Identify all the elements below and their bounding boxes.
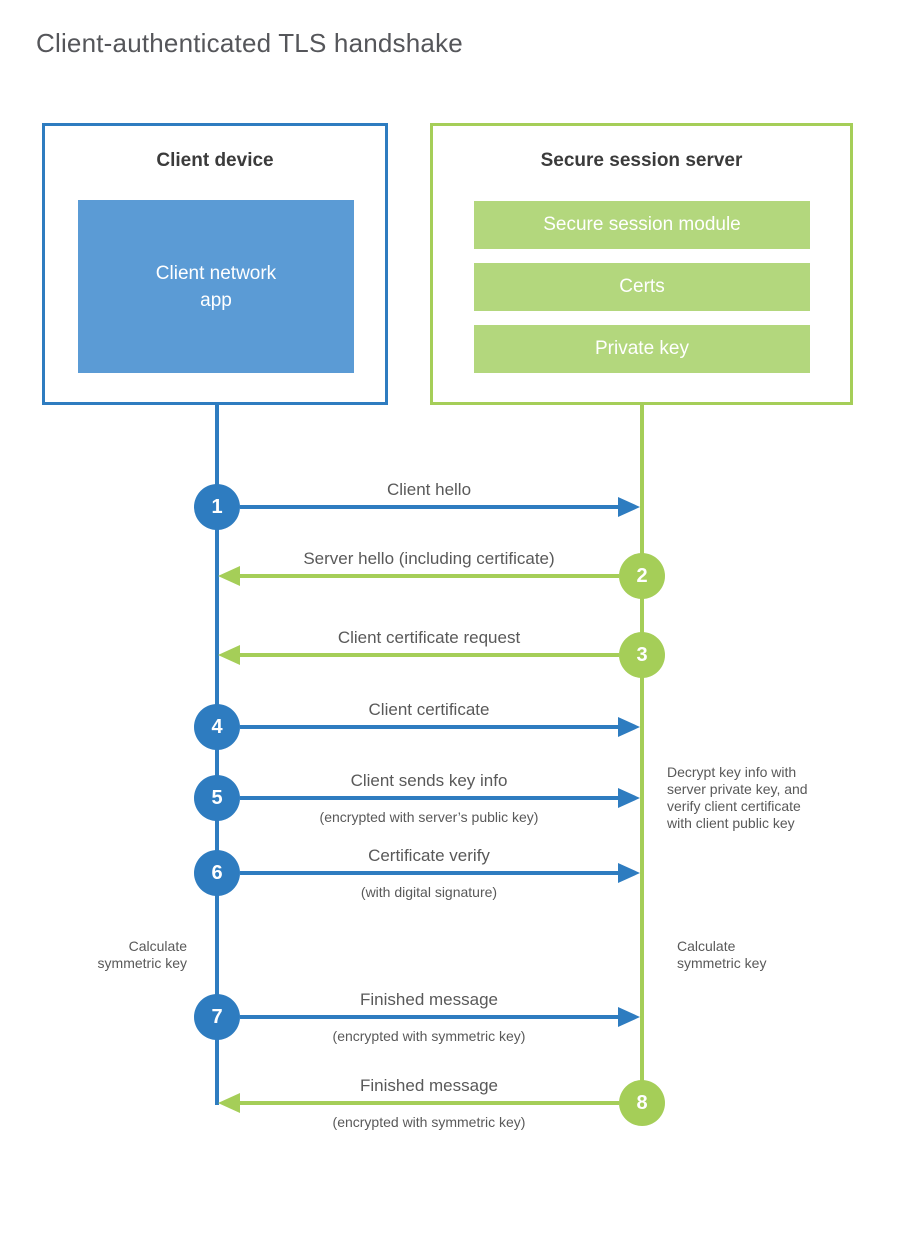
step-7-arrow-line: [240, 1015, 618, 1019]
client-device-box: Client device Client network app: [42, 123, 388, 405]
step-4-arrow-line: [240, 725, 618, 729]
step-5-sublabel: (encrypted with server’s public key): [319, 809, 539, 825]
server-title: Secure session server: [540, 150, 743, 171]
step-7-label: Finished message: [360, 990, 498, 1009]
step-2-arrowhead-icon: [218, 566, 240, 586]
step-3-arrowhead-icon: [218, 645, 240, 665]
step-8-arrow-line: [240, 1101, 619, 1105]
step-5-label: Client sends key info: [350, 771, 508, 790]
step-3-number: 3: [636, 643, 648, 666]
step-5-number: 5: [211, 786, 223, 809]
client-lifeline: [215, 405, 219, 1105]
step-5-arrow-line: [240, 796, 618, 800]
step-6-label: Certificate verify: [368, 846, 490, 865]
step-8-arrowhead-icon: [218, 1093, 240, 1113]
step-3-arrow-line: [240, 653, 619, 657]
step-1-arrow-line: [240, 505, 618, 509]
server-module-secure-session: Secure session module: [474, 201, 810, 249]
step-7-arrowhead-icon: [618, 1007, 640, 1027]
server-decrypt-note: Decrypt key info with server private key…: [667, 764, 808, 831]
step-2-label: Server hello (including certificate): [303, 549, 555, 568]
step-6-arrowhead-icon: [618, 863, 640, 883]
step-2-arrow-line: [240, 574, 619, 578]
step-7-sublabel: (encrypted with symmetric key): [332, 1028, 526, 1044]
step-6-badge: 6: [194, 850, 240, 896]
server-lifeline: [640, 405, 644, 1103]
step-7-number: 7: [211, 1005, 223, 1028]
step-4-number: 4: [211, 715, 223, 738]
step-3-badge: 3: [619, 632, 665, 678]
server-calc-note: Calculate symmetric key: [677, 938, 767, 971]
step-6-sublabel: (with digital signature): [360, 884, 498, 900]
step-1-badge: 1: [194, 484, 240, 530]
step-1-label: Client hello: [386, 480, 472, 499]
client-calc-note: Calculate symmetric key: [97, 938, 187, 971]
step-5-arrowhead-icon: [618, 788, 640, 808]
step-2-number: 2: [636, 564, 648, 587]
page-title: Client-authenticated TLS handshake: [36, 28, 463, 58]
step-4-arrowhead-icon: [618, 717, 640, 737]
step-6-number: 6: [211, 861, 223, 884]
step-6-arrow-line: [240, 871, 618, 875]
step-1-arrowhead-icon: [618, 497, 640, 517]
client-network-app-box: Client network app: [78, 200, 354, 373]
server-module-certs: Certs: [474, 263, 810, 311]
step-8-sublabel: (encrypted with symmetric key): [332, 1114, 526, 1130]
step-8-number: 8: [636, 1091, 648, 1114]
step-8-badge: 8: [619, 1080, 665, 1126]
step-3-label: Client certificate request: [337, 628, 521, 647]
step-8-label: Finished message: [360, 1076, 498, 1095]
step-7-badge: 7: [194, 994, 240, 1040]
step-1-number: 1: [211, 495, 223, 518]
server-box: Secure session server Secure session mod…: [430, 123, 853, 405]
step-4-label: Client certificate: [368, 700, 490, 719]
step-2-badge: 2: [619, 553, 665, 599]
client-device-title: Client device: [156, 150, 274, 171]
server-module-private-key: Private key: [474, 325, 810, 373]
step-4-badge: 4: [194, 704, 240, 750]
step-5-badge: 5: [194, 775, 240, 821]
